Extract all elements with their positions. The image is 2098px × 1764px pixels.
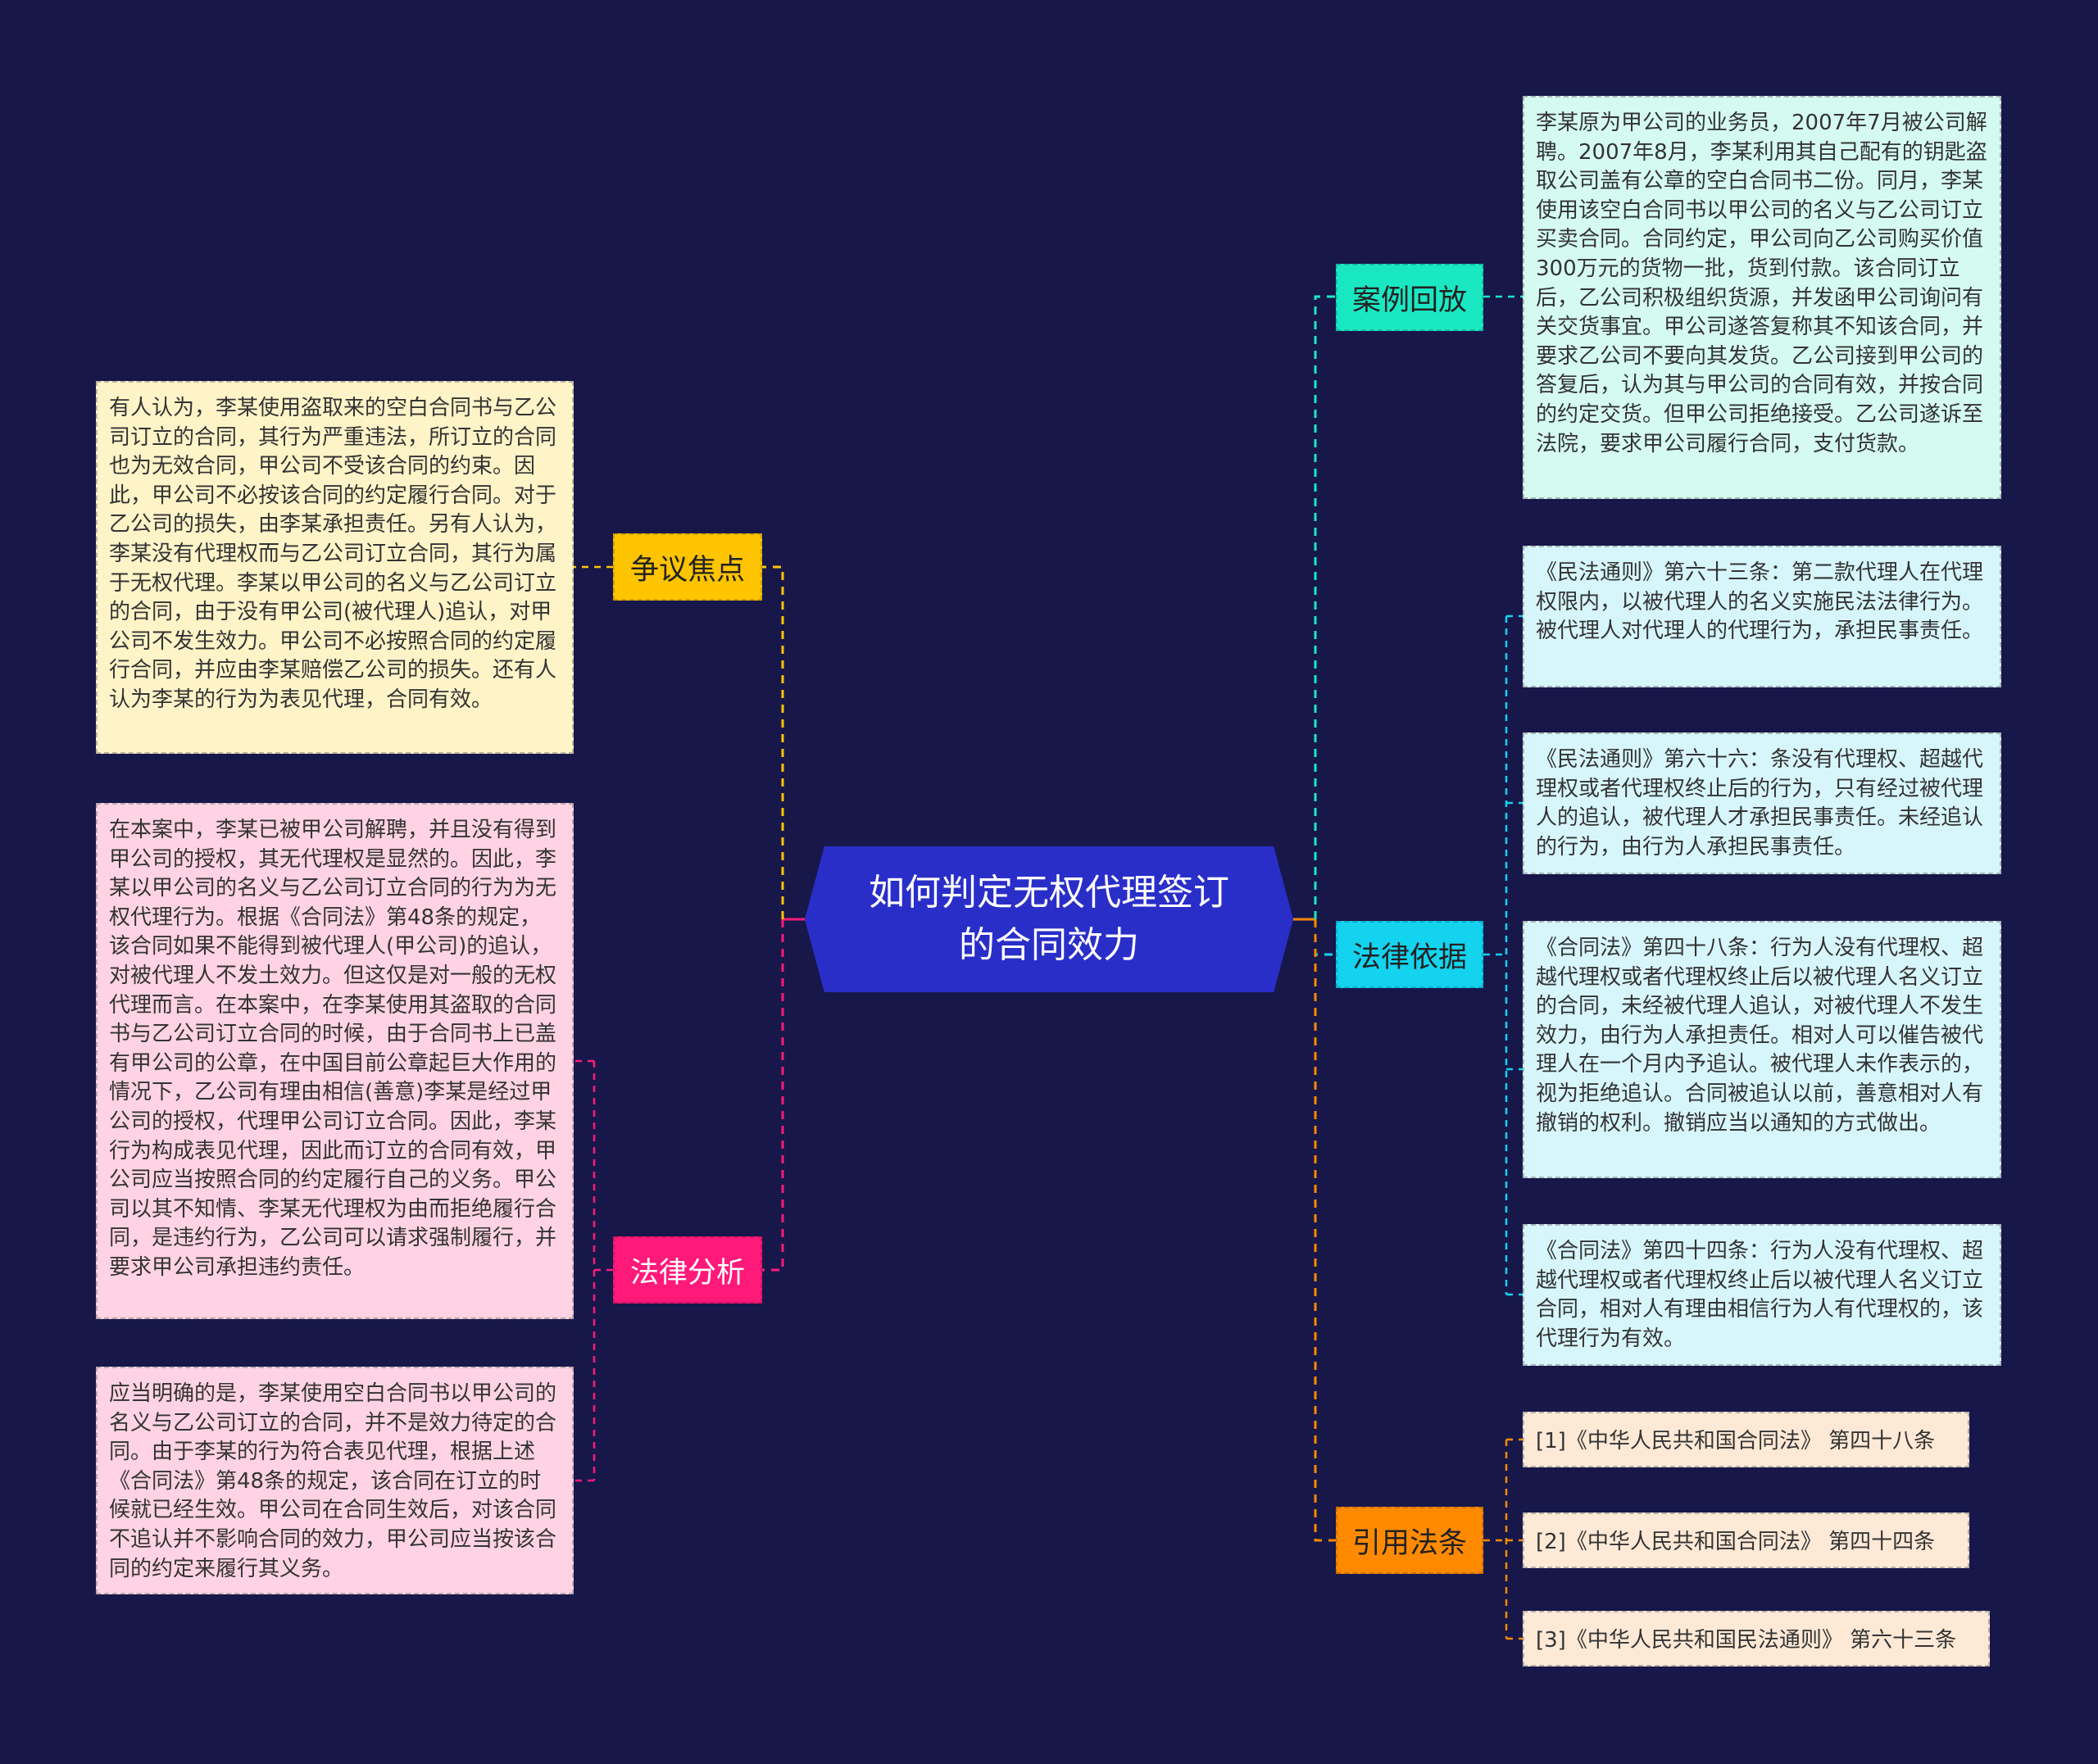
note-basis-1[interactable]: 《民法通则》第六十三条：第二款代理人在代理权限内，以被代理人的名义实施民法法律行… xyxy=(1523,546,2001,687)
root-title: 如何判定无权代理签订的合同效力 xyxy=(869,872,1229,966)
root-topic[interactable]: 如何判定无权代理签订的合同效力 xyxy=(805,846,1293,992)
note-case-facts[interactable]: 李某原为甲公司的业务员，2007年7月被公司解聘。2007年8月，李某利用其自己… xyxy=(1523,96,2001,499)
note-analysis-1[interactable]: 在本案中，李某已被甲公司解聘，并且没有得到甲公司的授权，其无代理权是显然的。因此… xyxy=(96,803,574,1319)
note-analysis-2[interactable]: 应当明确的是，李某使用空白合同书以甲公司的名义与乙公司订立的合同，并不是效力待定… xyxy=(96,1367,574,1594)
branch-legal-analysis[interactable]: 法律分析 xyxy=(613,1236,762,1304)
branch-legal-basis[interactable]: 法律依据 xyxy=(1336,921,1483,988)
branch-label: 争议焦点 xyxy=(629,553,745,587)
note-basis-2[interactable]: 《民法通则》第六十六：条没有代理权、超越代理权或者代理权终止后的行为，只有经过被… xyxy=(1523,732,2001,874)
note-basis-4[interactable]: 《合同法》第四十四条：行为人没有代理权、超越代理权或者代理权终止后以被代理人名义… xyxy=(1523,1224,2001,1366)
note-ref-1[interactable]: [1]《中华人民共和国合同法》 第四十八条 xyxy=(1523,1412,1969,1467)
note-ref-3[interactable]: [3]《中华人民共和国民法通则》 第六十三条 xyxy=(1523,1611,1990,1667)
branch-cited-articles[interactable]: 引用法条 xyxy=(1336,1507,1483,1574)
note-dispute[interactable]: 有人认为，李某使用盗取来的空白合同书与乙公司订立的合同，其行为严重违法，所订立的… xyxy=(96,381,574,754)
branch-dispute-focus[interactable]: 争议焦点 xyxy=(613,533,762,601)
branch-label: 案例回放 xyxy=(1351,283,1467,317)
branch-label: 法律分析 xyxy=(629,1256,745,1290)
branch-case-review[interactable]: 案例回放 xyxy=(1336,264,1483,331)
note-ref-2[interactable]: [2]《中华人民共和国合同法》 第四十四条 xyxy=(1523,1512,1969,1568)
note-basis-3[interactable]: 《合同法》第四十八条：行为人没有代理权、超越代理权或者代理权终止后以被代理人名义… xyxy=(1523,921,2001,1178)
branch-label: 法律依据 xyxy=(1351,941,1467,974)
branch-label: 引用法条 xyxy=(1351,1526,1467,1560)
